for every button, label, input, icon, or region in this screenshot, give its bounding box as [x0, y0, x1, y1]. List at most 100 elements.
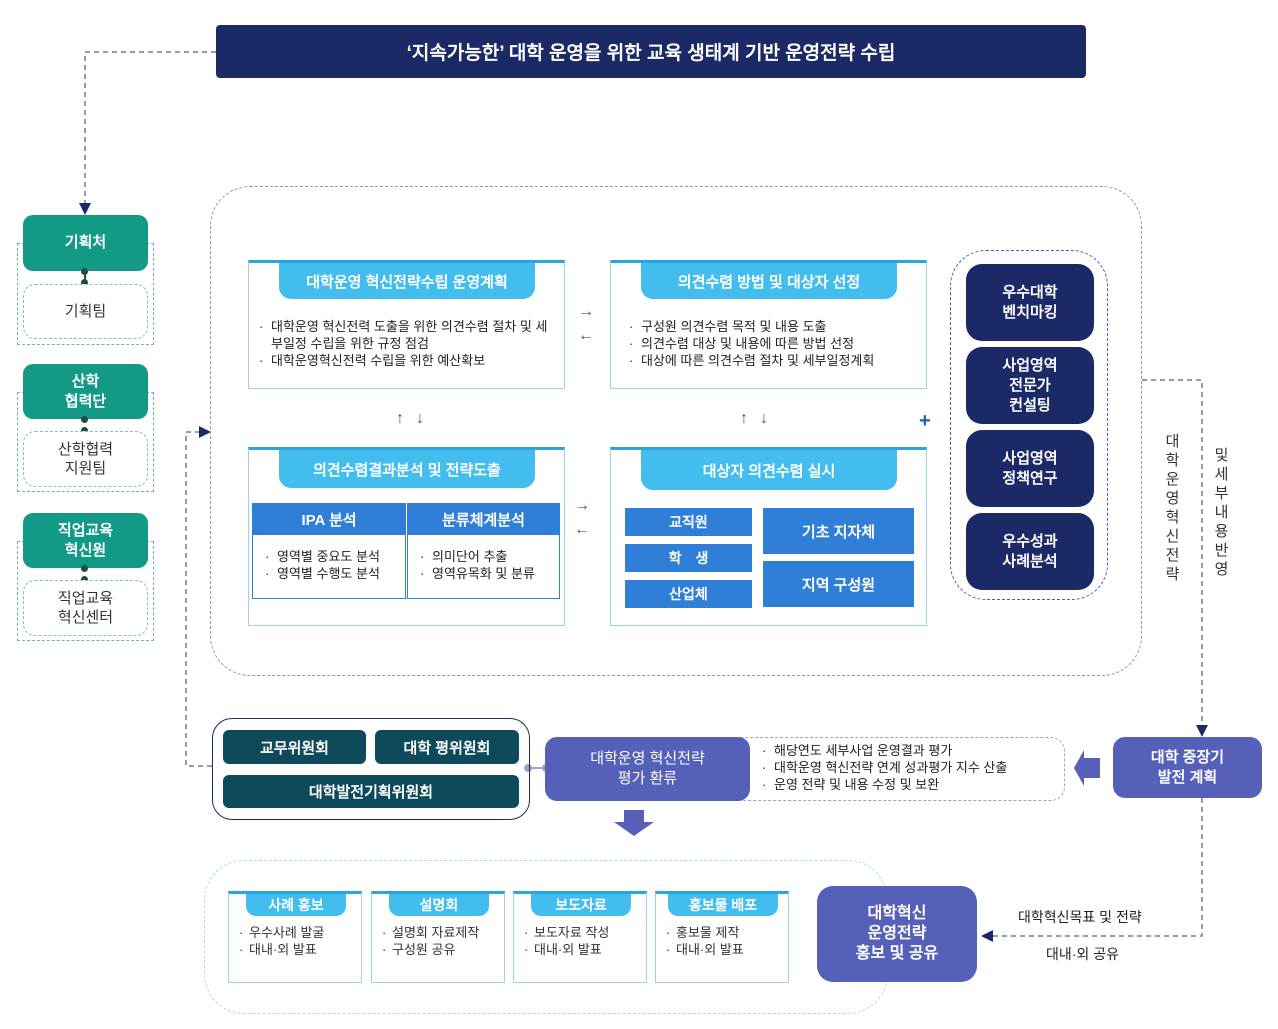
taxonomy-title: 분류체계분석	[408, 504, 559, 535]
taxonomy-box: 분류체계분석 의미단어 추출 영역유목화 및 분류	[407, 503, 560, 599]
org-planning-team: 기획팀	[23, 284, 148, 339]
academic-committee: 교무위원회	[223, 730, 366, 764]
evaluation-committee: 대학 평위원회	[375, 730, 519, 764]
panel-analysis: 의견수렴결과분석 및 전략도출 IPA 분석 영역별 중요도 분석 영역별 수행…	[248, 447, 565, 626]
org-vocational-institute-label: 직업교육 혁신원	[57, 521, 114, 559]
survey-local-members: 지역 구성원	[763, 561, 914, 607]
case-analysis-label: 우수성과 사례분석	[1002, 532, 1058, 570]
bullet: 대학운영 혁신전략 연계 성과평가 지수 산출	[762, 759, 1062, 776]
panel-plan: 대학운영 혁신전략수립 운영계획 대학운영 혁신전력 도출을 위한 의견수렴 절…	[248, 260, 565, 389]
bullet: 대상에 따른 의견수렴 절차 및 세부일정계획	[629, 352, 919, 369]
bullet: 설명회 자료제작	[382, 924, 502, 941]
plus-icon: +	[919, 410, 931, 432]
arrow-down-icon: ↓	[416, 410, 424, 427]
arrow-right-icon: →	[574, 497, 590, 514]
policy-research-label: 사업영역 정책연구	[1002, 449, 1058, 487]
panel-method: 의견수렴 방법 및 대상자 선정 구성원 의견수렴 목적 및 내용 도출 의견수…	[610, 260, 927, 389]
bullet: 해당연도 세부사업 운영결과 평가	[762, 742, 1062, 759]
taxonomy-bullets: 의미단어 추출 영역유목화 및 분류	[420, 548, 560, 582]
bullet: 우수사례 발굴	[239, 924, 359, 941]
evaluation-feedback-label: 대학운영 혁신전략 평가 환류	[590, 750, 705, 787]
arrow-right-icon: →	[578, 303, 594, 320]
midterm-plan-box: 대학 중장기 발전 계획	[1113, 737, 1262, 798]
strategy-process-frame	[210, 186, 1142, 676]
survey-local-gov: 기초 지자체	[763, 508, 914, 554]
evaluation-feedback-box: 대학운영 혁신전략 평가 환류	[545, 737, 750, 801]
vertical-label-strategy: 대학운영혁신전략	[1165, 433, 1180, 583]
panel-survey: 대상자 의견수렴 실시 교직원 학 생 산업체 기초 지자체 지역 구성원	[610, 447, 927, 626]
bullet: 구성원 의견수렴 목적 및 내용 도출	[629, 318, 919, 335]
consulting-label: 사업영역 전문가 컨설팅	[1002, 356, 1058, 414]
committee-group	[212, 718, 530, 820]
arrow-left-icon: ←	[574, 521, 590, 538]
bullet: 대학운영혁신전력 수립을 위한 예산확보	[259, 352, 559, 369]
org-vocational-institute: 직업교육 혁신원	[23, 513, 148, 568]
survey-industry: 산업체	[625, 580, 752, 608]
bullet: 영역별 수행도 분석	[265, 565, 405, 582]
org-dot	[81, 576, 88, 583]
consulting-box: 사업영역 전문가 컨설팅	[966, 347, 1094, 424]
promotion-sharing-box: 대학혁신 운영전략 홍보 및 공유	[817, 886, 977, 982]
survey-students: 학 생	[625, 544, 752, 572]
promotion-sharing-label: 대학혁신 운영전략 홍보 및 공유	[855, 905, 939, 962]
bullet: 운영 전략 및 내용 수정 및 보완	[762, 776, 1062, 793]
benchmarking-box: 우수대학 벤치마킹	[966, 264, 1094, 341]
promo-tab-press: 보도자료	[531, 894, 631, 916]
org-dot	[81, 565, 88, 572]
panel-method-bullets: 구성원 의견수렴 목적 및 내용 도출 의견수렴 대상 및 내용에 따른 방법 …	[629, 318, 919, 369]
panel-analysis-title: 의견수렴결과분석 및 전략도출	[279, 450, 535, 488]
promo-bullets: 우수사례 발굴 대내·외 발표	[239, 924, 359, 958]
promo-bullets: 보도자료 작성 대내·외 발표	[524, 924, 644, 958]
org-planning-office: 기획처	[23, 215, 148, 271]
org-dot	[81, 416, 88, 423]
bullet: 구성원 공유	[382, 941, 502, 958]
bullet: 영역별 중요도 분석	[265, 548, 405, 565]
org-vocational-center-label: 직업교육 혁신센터	[57, 590, 114, 626]
policy-research-box: 사업영역 정책연구	[966, 430, 1094, 507]
panel-method-title: 의견수렴 방법 및 대상자 선정	[641, 263, 897, 299]
org-vocational-center: 직업교육 혁신센터	[23, 580, 148, 636]
arrow-up-icon: ↑	[396, 410, 404, 427]
vertical-label-reflect: 및세부내용반영	[1214, 447, 1229, 578]
promo-item-materials: 홍보물 배포 홍보물 제작 대내·외 발표	[655, 891, 789, 983]
main-title: ‘지속가능한’ 대학 운영을 위한 교육 생태계 기반 운영전략 수립	[216, 25, 1086, 78]
bullet: 대내·외 발표	[666, 941, 786, 958]
promo-item-cases: 사례 홍보 우수사례 발굴 대내·외 발표	[228, 891, 362, 983]
promo-bullets: 설명회 자료제작 구성원 공유	[382, 924, 502, 958]
label-share: 대내·외 공유	[1046, 946, 1119, 962]
org-connector	[84, 271, 86, 285]
org-industry-team: 산학협력 지원팀	[23, 431, 148, 487]
survey-staff: 교직원	[625, 508, 752, 536]
bullet: 보도자료 작성	[524, 924, 644, 941]
bullet: 의미단어 추출	[420, 548, 560, 565]
bullet: 대내·외 발표	[524, 941, 644, 958]
promo-tab-briefing: 설명회	[389, 894, 489, 916]
case-analysis-box: 우수성과 사례분석	[966, 513, 1094, 590]
promo-tab-materials: 홍보물 배포	[668, 894, 778, 916]
promo-tab-cases: 사례 홍보	[246, 894, 346, 916]
org-dot	[81, 268, 88, 275]
promo-item-briefing: 설명회 설명회 자료제작 구성원 공유	[371, 891, 505, 983]
promo-bullets: 홍보물 제작 대내·외 발표	[666, 924, 786, 958]
promo-item-press: 보도자료 보도자료 작성 대내·외 발표	[513, 891, 647, 983]
org-dot	[81, 427, 88, 434]
arrow-left-icon: ←	[578, 327, 594, 344]
benchmarking-label: 우수대학 벤치마킹	[1002, 283, 1058, 321]
midterm-plan-label: 대학 중장기 발전 계획	[1150, 748, 1225, 786]
org-dot	[81, 279, 88, 286]
ipa-box: IPA 분석 영역별 중요도 분석 영역별 수행도 분석	[252, 503, 406, 599]
ipa-title: IPA 분석	[253, 504, 405, 535]
panel-plan-title: 대학운영 혁신전략수립 운영계획	[279, 263, 535, 299]
panel-survey-title: 대상자 의견수렴 실시	[641, 450, 897, 490]
ipa-bullets: 영역별 중요도 분석 영역별 수행도 분석	[265, 548, 405, 582]
arrow-up-icon: ↑	[740, 410, 748, 427]
org-industry-foundation-label: 산학 협력단	[64, 372, 107, 410]
org-industry-foundation: 산학 협력단	[23, 364, 148, 419]
bullet: 의견수렴 대상 및 내용에 따른 방법 선정	[629, 335, 919, 352]
org-industry-team-label: 산학협력 지원팀	[57, 441, 114, 477]
bullet: 홍보물 제작	[666, 924, 786, 941]
label-innovation-goal: 대학혁신목표 및 전략	[1018, 909, 1142, 925]
development-committee: 대학발전기획위원회	[223, 775, 519, 808]
arrow-down-icon: ↓	[760, 410, 768, 427]
